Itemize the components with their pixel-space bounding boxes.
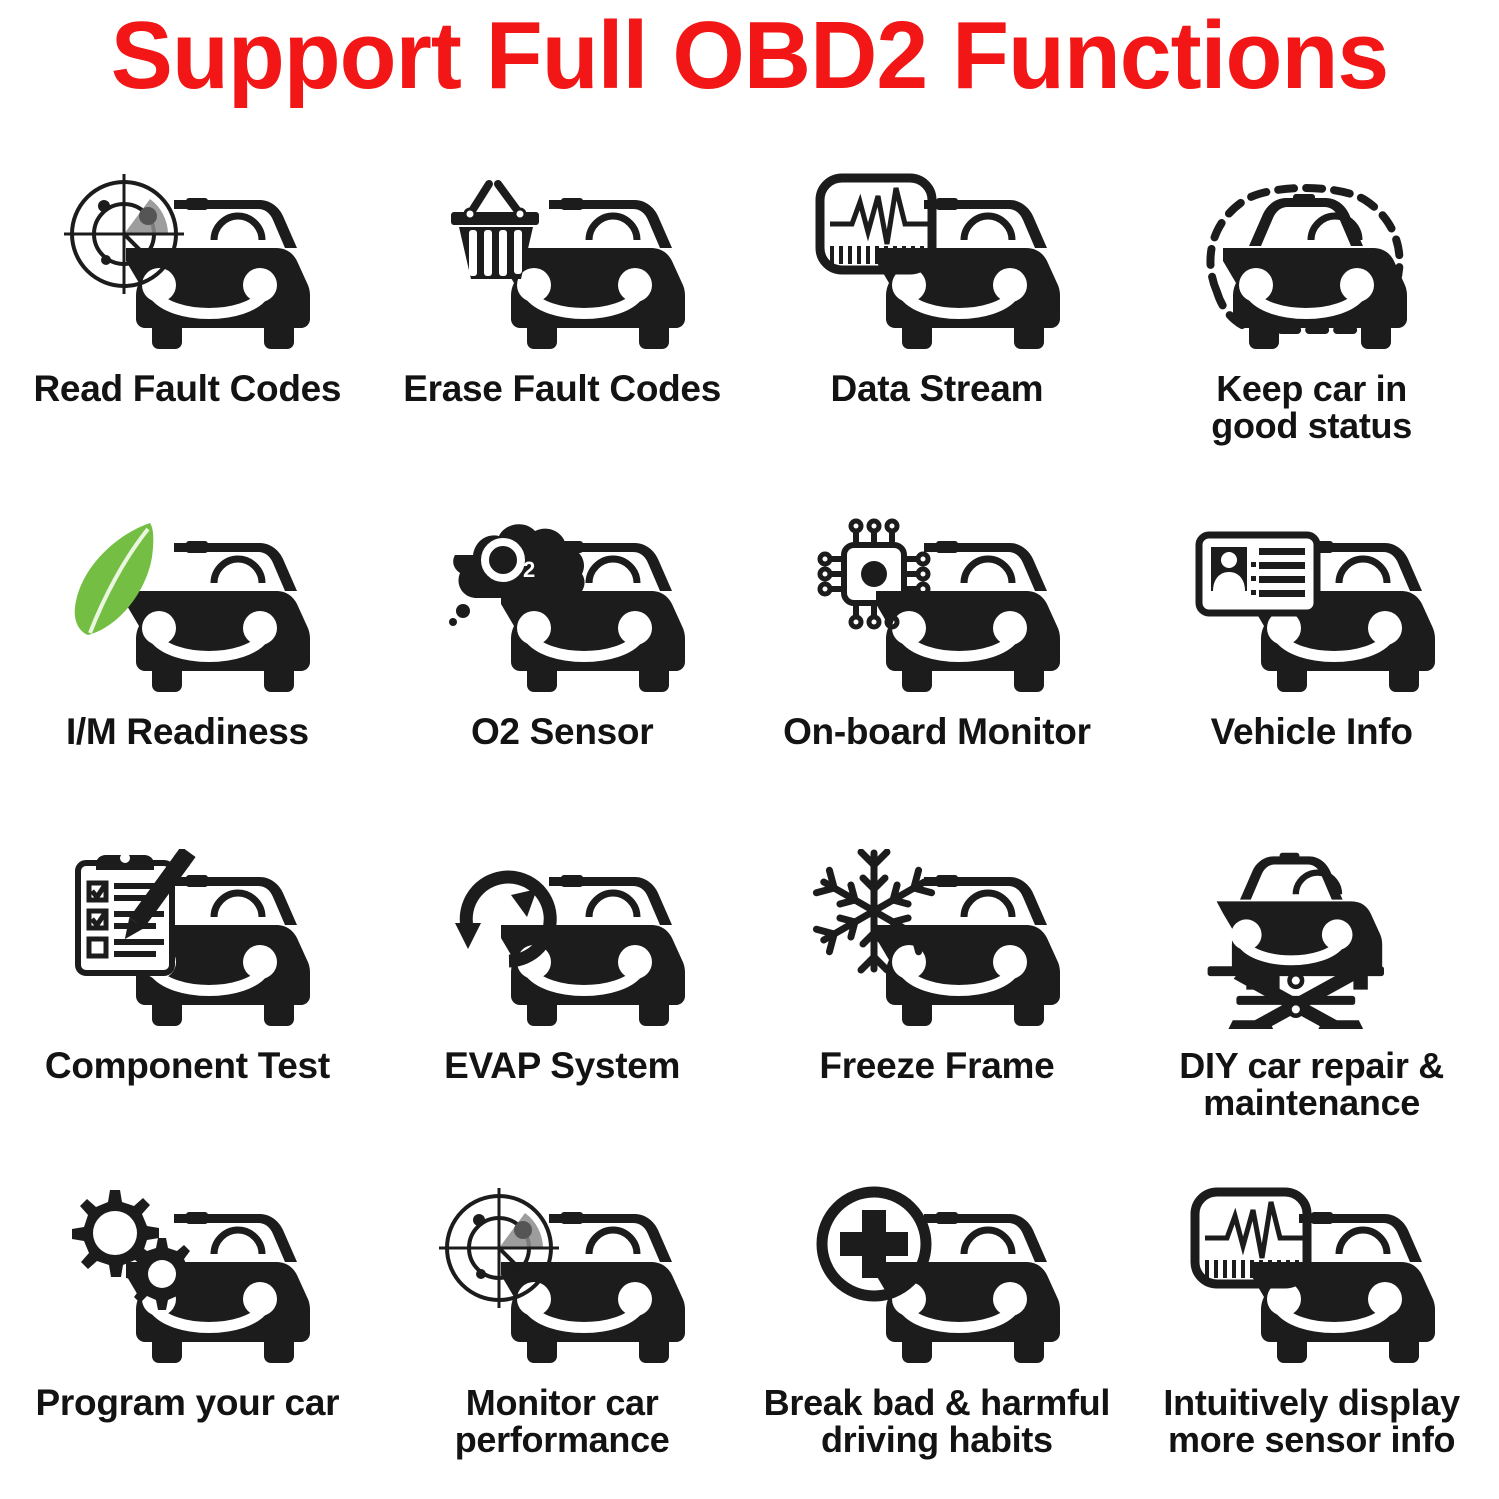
leaf-icon — [57, 505, 317, 705]
refresh-cycle-icon — [432, 839, 692, 1039]
o2-cloud-icon: 2 — [432, 505, 692, 705]
feature-label: Read Fault Codes — [33, 368, 342, 409]
feature-label: I/M Readiness — [65, 711, 309, 753]
feature-cell[interactable]: Freeze Frame — [750, 825, 1125, 1162]
feature-cell[interactable]: Component Test — [0, 825, 375, 1162]
feature-label: Program your car — [35, 1381, 340, 1423]
oscilloscope-icon — [807, 162, 1067, 362]
feature-grid: Read Fault Codes — [0, 150, 1499, 1499]
feature-label: DIY car repair & maintenance — [1179, 1044, 1444, 1123]
radar-target-icon — [57, 162, 317, 362]
feature-cell[interactable]: Vehicle Info — [1124, 487, 1499, 824]
feature-cell[interactable]: On-board Monitor — [750, 487, 1125, 824]
basket-icon — [432, 162, 692, 362]
snowflake-icon — [807, 839, 1067, 1039]
page-title: Support Full OBD2 Functions — [110, 2, 1389, 109]
oscilloscope-icon — [1182, 1176, 1442, 1376]
feature-cell[interactable]: I/M Readiness — [0, 487, 375, 824]
gears-icon — [57, 1176, 317, 1376]
feature-cell[interactable]: Read Fault Codes — [0, 150, 375, 487]
feature-label: Monitor car performance — [454, 1381, 670, 1461]
microchip-icon — [807, 505, 1067, 705]
feature-cell[interactable]: Monitor car performance — [375, 1162, 750, 1499]
car-lift-icon — [1182, 839, 1442, 1039]
id-card-icon — [1182, 505, 1442, 705]
feature-label: Data Stream — [830, 368, 1044, 409]
feature-label: Erase Fault Codes — [403, 368, 721, 409]
feature-label: Intuitively display more sensor info — [1163, 1381, 1460, 1461]
feature-label: O2 Sensor — [470, 711, 654, 753]
feature-label: EVAP System — [444, 1044, 681, 1086]
feature-cell[interactable]: Keep car in good status — [1124, 150, 1499, 487]
feature-label: Break bad & harmful driving habits — [763, 1381, 1111, 1461]
feature-cell[interactable]: Intuitively display more sensor info — [1124, 1162, 1499, 1499]
feature-cell[interactable]: EVAP System — [375, 825, 750, 1162]
feature-cell[interactable]: Data Stream — [750, 150, 1125, 487]
feature-cell[interactable]: Program your car — [0, 1162, 375, 1499]
feature-cell[interactable]: Break bad & harmful driving habits — [750, 1162, 1125, 1499]
feature-cell[interactable]: Erase Fault Codes — [375, 150, 750, 487]
feature-label: Vehicle Info — [1210, 711, 1413, 753]
feature-cell[interactable]: DIY car repair & maintenance — [1124, 825, 1499, 1162]
radar-target-icon — [432, 1176, 692, 1376]
feature-cell[interactable]: 2 O2 Sensor — [375, 487, 750, 824]
feature-label: Keep car in good status — [1211, 368, 1412, 447]
feature-label: On-board Monitor — [783, 711, 1091, 753]
clipboard-pencil-icon — [57, 839, 317, 1039]
dashed-outline-icon — [1182, 162, 1442, 362]
svg-text:2: 2 — [523, 557, 535, 582]
feature-label: Freeze Frame — [819, 1044, 1055, 1086]
feature-label: Component Test — [44, 1044, 330, 1086]
cross-circle-icon — [807, 1176, 1067, 1376]
